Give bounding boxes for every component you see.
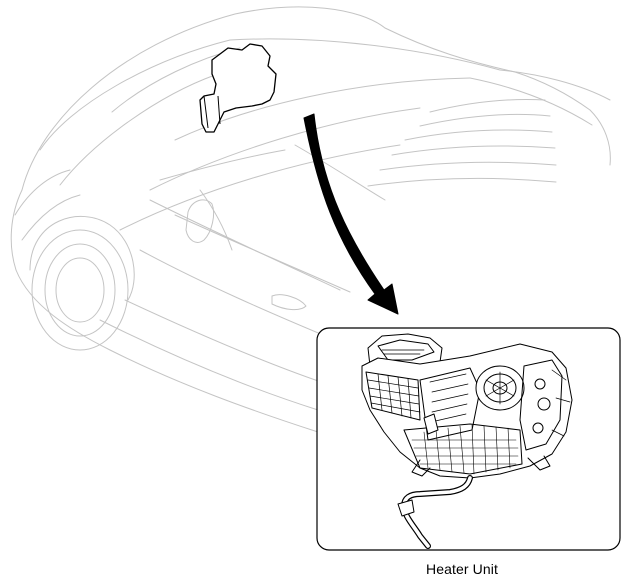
heater-location-icon: [199, 43, 277, 133]
curved-arrow-icon: [303, 113, 399, 315]
heater-unit-icon: [361, 333, 573, 549]
figure-caption: Heater Unit: [426, 561, 498, 577]
